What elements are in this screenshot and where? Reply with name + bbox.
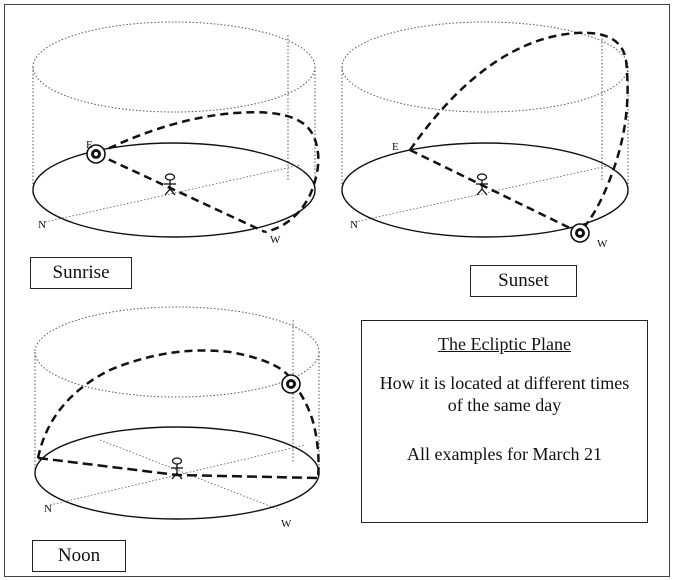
horizon-axis (45, 165, 300, 222)
east-label: E (392, 141, 399, 153)
info-box: The Ecliptic Plane How it is located at … (361, 320, 648, 523)
sun-path-dashed (97, 112, 318, 232)
observer-icon (476, 174, 488, 195)
sky-top-ellipse (33, 22, 315, 112)
info-title: The Ecliptic Plane (362, 333, 647, 356)
horizon-ellipse (342, 143, 628, 237)
north-label: N (350, 219, 358, 231)
sun-icon (282, 375, 300, 393)
north-label: N (44, 503, 52, 515)
sun-path-dashed (38, 350, 319, 478)
east-label: E (86, 139, 93, 151)
north-label: N (38, 219, 46, 231)
west-label: W (270, 234, 281, 246)
observer-icon (164, 174, 176, 195)
west-label: W (597, 238, 608, 250)
ecliptic-line (410, 150, 578, 232)
sunset-label: Sunset (470, 265, 577, 297)
sunset-panel: E N W (342, 22, 628, 250)
noon-label: Noon (32, 540, 126, 572)
info-date-note: All examples for March 21 (362, 443, 647, 466)
sunrise-panel: E N W (33, 22, 318, 246)
sky-top-ellipse (342, 22, 628, 112)
sun-icon (571, 224, 589, 242)
west-label: W (281, 518, 292, 530)
sunrise-label: Sunrise (30, 257, 132, 289)
info-description: How it is located at different times of … (362, 372, 647, 417)
ecliptic-line (97, 154, 265, 232)
noon-panel: N W (35, 307, 319, 530)
